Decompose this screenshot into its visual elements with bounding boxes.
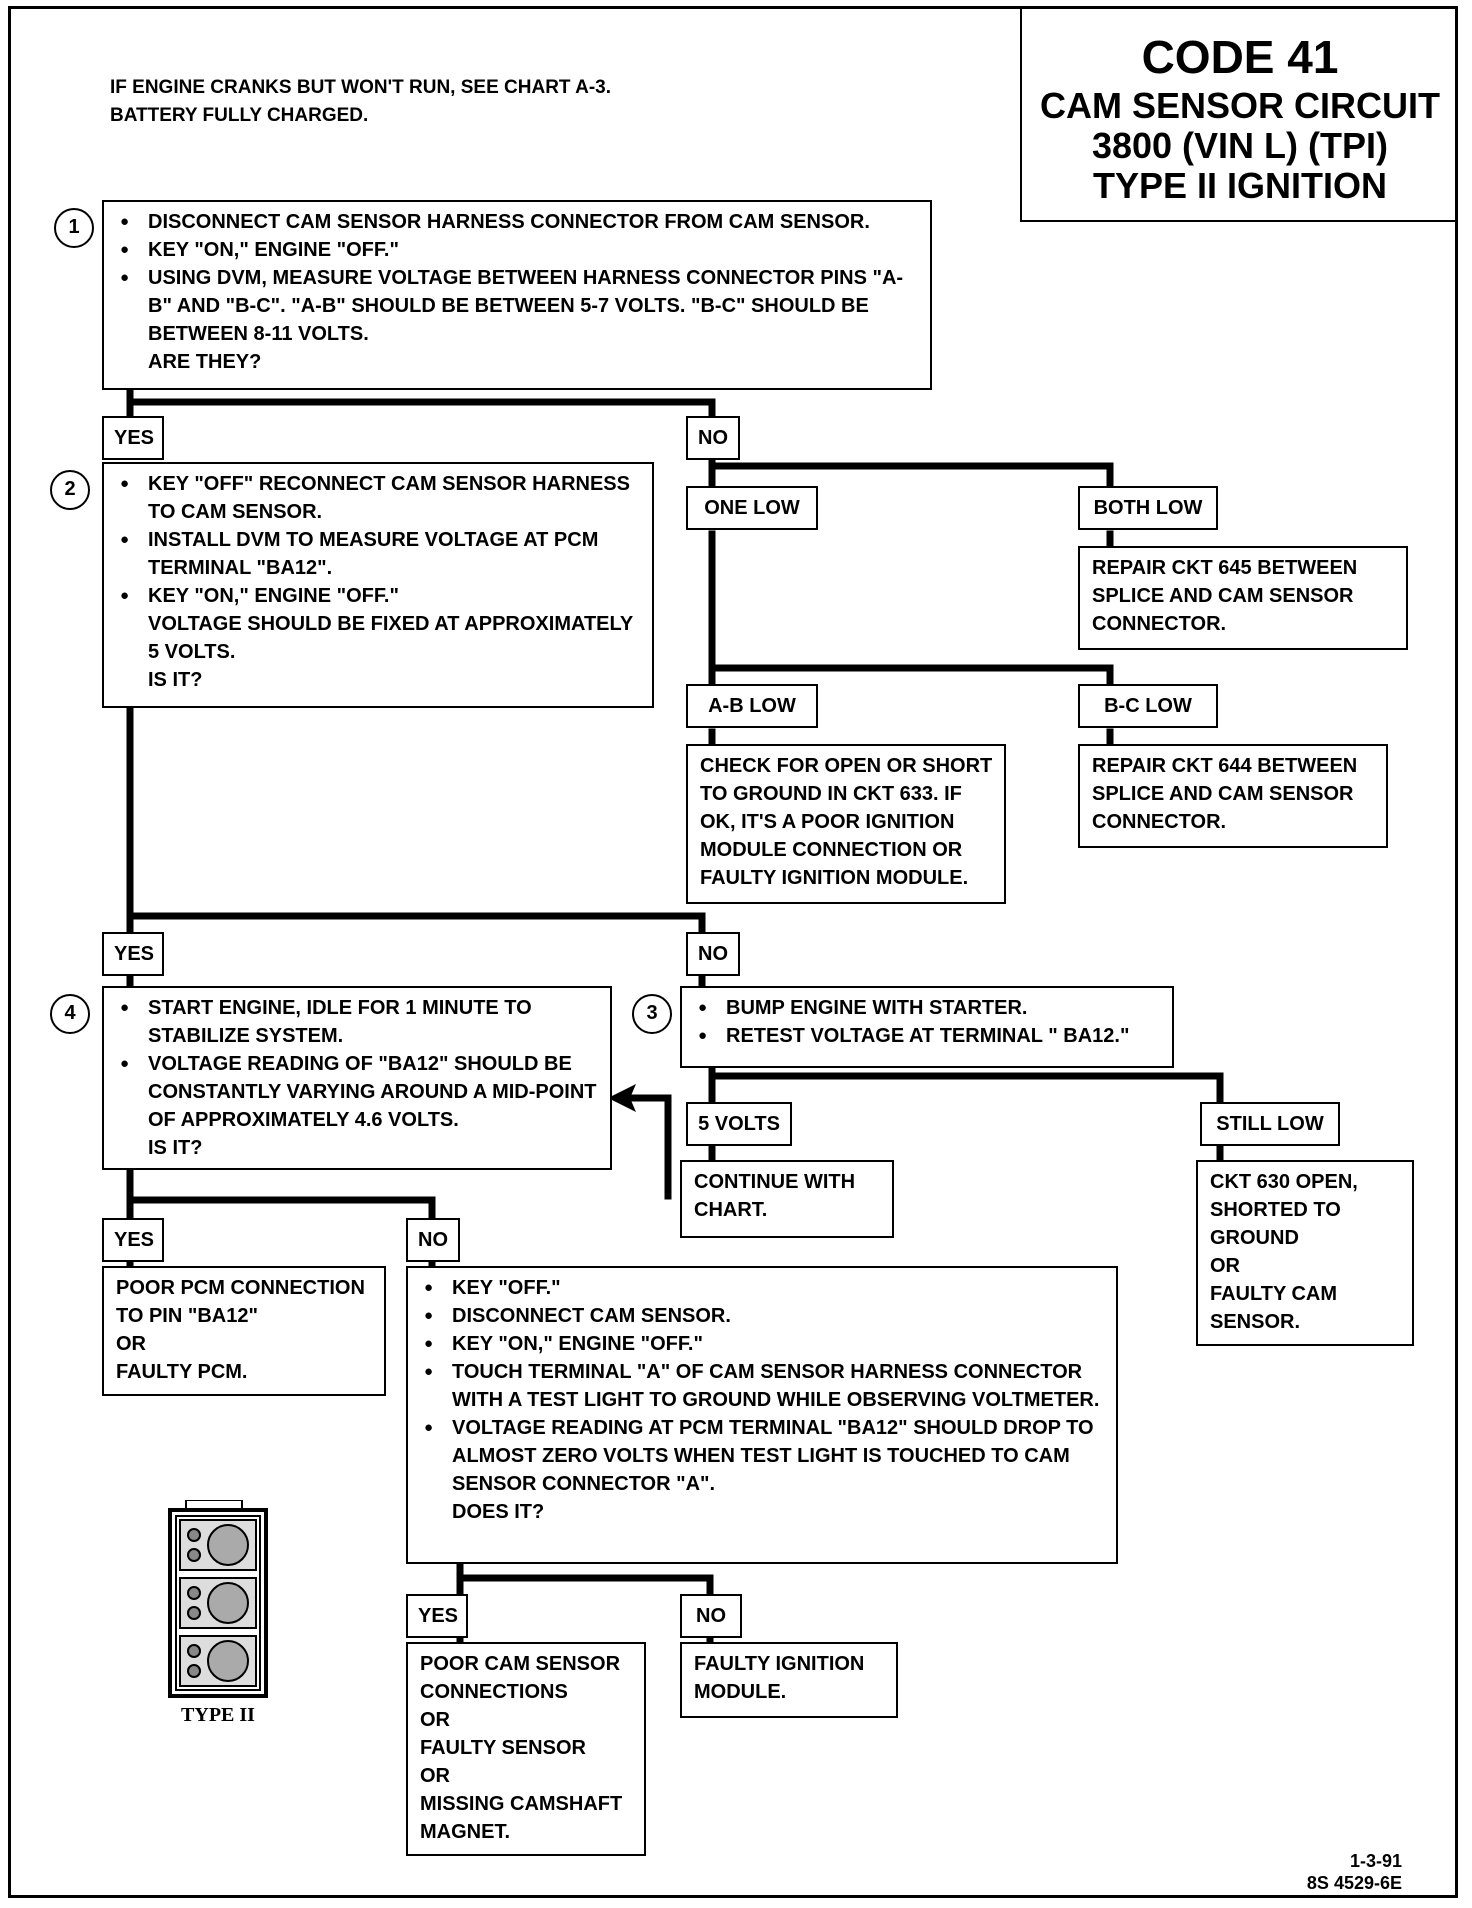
title-block: CODE 41 CAM SENSOR CIRCUIT 3800 (VIN L) … bbox=[1020, 6, 1458, 222]
step-3-bullet: BUMP ENGINE WITH STARTER. bbox=[694, 994, 1162, 1022]
step-2-bullet: KEY "ON," ENGINE "OFF." bbox=[116, 582, 642, 610]
poor-cam-line: OR bbox=[420, 1765, 450, 1787]
no-label: NO bbox=[686, 932, 740, 976]
step-5-bullet: DISCONNECT CAM SENSOR. bbox=[420, 1302, 1106, 1330]
step-5-bullet: VOLTAGE READING AT PCM TERMINAL "BA12" S… bbox=[420, 1414, 1106, 1498]
poor-cam-line: OR bbox=[420, 1709, 450, 1731]
poor-cam-line: FAULTY SENSOR bbox=[420, 1737, 586, 1759]
repair-645-box: REPAIR CKT 645 BETWEEN SPLICE AND CAM SE… bbox=[1078, 546, 1408, 650]
title-line-1: CAM SENSOR CIRCUIT bbox=[1039, 85, 1440, 126]
still-low-label: STILL LOW bbox=[1200, 1102, 1340, 1146]
poor-cam-line: MAGNET. bbox=[420, 1821, 510, 1843]
footer-date: 1-3-91 bbox=[1349, 1851, 1402, 1871]
no-label: NO bbox=[686, 416, 740, 460]
faulty-module-text: FAULTY IGNITION MODULE. bbox=[694, 1653, 865, 1703]
step-5-bullet: TOUCH TERMINAL "A" OF CAM SENSOR HARNESS… bbox=[420, 1358, 1106, 1414]
ckt-630-line: CKT 630 OPEN, bbox=[1210, 1171, 1358, 1193]
repair-644-box: REPAIR CKT 644 BETWEEN SPLICE AND CAM SE… bbox=[1078, 744, 1388, 848]
title-line-2: 3800 (VIN L) (TPI) bbox=[1091, 125, 1389, 166]
yes-label: YES bbox=[406, 1594, 468, 1638]
step-5-box: KEY "OFF." DISCONNECT CAM SENSOR. KEY "O… bbox=[406, 1266, 1118, 1564]
bc-low-label: B-C LOW bbox=[1078, 684, 1218, 728]
poor-cam-box: POOR CAM SENSOR CONNECTIONS OR FAULTY SE… bbox=[406, 1642, 646, 1856]
ab-low-label: A-B LOW bbox=[686, 684, 818, 728]
poor-pcm-line: OR bbox=[116, 1333, 146, 1355]
ckt-630-line: OR bbox=[1210, 1255, 1240, 1277]
step-1-bullet: KEY "ON," ENGINE "OFF." bbox=[116, 236, 920, 264]
step-number-2: 2 bbox=[50, 470, 90, 510]
step-5-bullet: KEY "ON," ENGINE "OFF." bbox=[420, 1330, 1106, 1358]
check-633-box: CHECK FOR OPEN OR SHORT TO GROUND IN CKT… bbox=[686, 744, 1006, 904]
step-5-bullet: KEY "OFF." bbox=[420, 1274, 1106, 1302]
faulty-module-box: FAULTY IGNITION MODULE. bbox=[680, 1642, 898, 1718]
footer: 1-3-91 8S 4529-6E bbox=[1307, 1850, 1402, 1894]
step-2-note: VOLTAGE SHOULD BE FIXED AT APPROXIMATELY… bbox=[148, 613, 633, 663]
step-3-bullet: RETEST VOLTAGE AT TERMINAL " BA12." bbox=[694, 1022, 1162, 1050]
step-4-question: IS IT? bbox=[148, 1137, 203, 1159]
step-1-box: DISCONNECT CAM SENSOR HARNESS CONNECTOR … bbox=[102, 200, 932, 390]
step-number-1: 1 bbox=[54, 208, 94, 248]
step-5-question: DOES IT? bbox=[452, 1501, 545, 1523]
step-number-4: 4 bbox=[50, 994, 90, 1034]
connector-label: TYPE II bbox=[181, 1704, 255, 1726]
intro-notes: IF ENGINE CRANKS BUT WON'T RUN, SEE CHAR… bbox=[110, 74, 611, 130]
step-2-bullet: INSTALL DVM TO MEASURE VOLTAGE AT PCM TE… bbox=[116, 526, 642, 582]
step-3-box: BUMP ENGINE WITH STARTER. RETEST VOLTAGE… bbox=[680, 986, 1174, 1068]
no-label: NO bbox=[406, 1218, 460, 1262]
repair-645-text: REPAIR CKT 645 BETWEEN SPLICE AND CAM SE… bbox=[1092, 557, 1358, 635]
page-border bbox=[8, 6, 1458, 1898]
title-line-3: TYPE II IGNITION bbox=[1092, 165, 1388, 206]
code-number: CODE 41 bbox=[1141, 31, 1339, 83]
yes-label: YES bbox=[102, 932, 164, 976]
poor-cam-line: POOR CAM SENSOR bbox=[420, 1653, 621, 1675]
connector-illustration bbox=[168, 1500, 268, 1698]
footer-ref: 8S 4529-6E bbox=[1306, 1873, 1402, 1893]
ckt-630-line: SENSOR. bbox=[1210, 1311, 1301, 1333]
poor-pcm-line: POOR PCM CONNECTION bbox=[116, 1277, 365, 1299]
step-2-box: KEY "OFF" RECONNECT CAM SENSOR HARNESS T… bbox=[102, 462, 654, 708]
ckt-630-line: SHORTED TO bbox=[1210, 1199, 1341, 1221]
step-1-bullet: DISCONNECT CAM SENSOR HARNESS CONNECTOR … bbox=[116, 208, 920, 236]
step-1-bullet: USING DVM, MEASURE VOLTAGE BETWEEN HARNE… bbox=[116, 264, 920, 348]
poor-pcm-line: FAULTY PCM. bbox=[116, 1361, 248, 1383]
step-2-question: IS IT? bbox=[148, 669, 203, 691]
step-4-bullet: START ENGINE, IDLE FOR 1 MINUTE TO STABI… bbox=[116, 994, 600, 1050]
step-2-bullet: KEY "OFF" RECONNECT CAM SENSOR HARNESS T… bbox=[116, 470, 642, 526]
poor-cam-line: MISSING CAMSHAFT bbox=[420, 1793, 623, 1815]
check-633-text: CHECK FOR OPEN OR SHORT TO GROUND IN CKT… bbox=[700, 755, 993, 889]
poor-cam-line: CONNECTIONS bbox=[420, 1681, 568, 1703]
intro-line-1: IF ENGINE CRANKS BUT WON'T RUN, SEE CHAR… bbox=[110, 77, 611, 98]
poor-pcm-line: TO PIN "BA12" bbox=[116, 1305, 258, 1327]
poor-pcm-box: POOR PCM CONNECTION TO PIN "BA12" OR FAU… bbox=[102, 1266, 386, 1396]
repair-644-text: REPAIR CKT 644 BETWEEN SPLICE AND CAM SE… bbox=[1092, 755, 1358, 833]
ckt-630-line: FAULTY CAM bbox=[1210, 1283, 1338, 1305]
continue-chart-text: CONTINUE WITH CHART. bbox=[694, 1171, 856, 1221]
yes-label: YES bbox=[102, 1218, 164, 1262]
step-4-box: START ENGINE, IDLE FOR 1 MINUTE TO STABI… bbox=[102, 986, 612, 1170]
five-volts-label: 5 VOLTS bbox=[686, 1102, 792, 1146]
both-low-label: BOTH LOW bbox=[1078, 486, 1218, 530]
intro-line-2: BATTERY FULLY CHARGED. bbox=[110, 105, 369, 126]
one-low-label: ONE LOW bbox=[686, 486, 818, 530]
continue-chart-box: CONTINUE WITH CHART. bbox=[680, 1160, 894, 1238]
yes-label: YES bbox=[102, 416, 164, 460]
ckt-630-box: CKT 630 OPEN, SHORTED TO GROUND OR FAULT… bbox=[1196, 1160, 1414, 1346]
step-1-question: ARE THEY? bbox=[148, 351, 262, 373]
ckt-630-line: GROUND bbox=[1210, 1227, 1299, 1249]
no-label: NO bbox=[680, 1594, 742, 1638]
step-4-bullet: VOLTAGE READING OF "BA12" SHOULD BE CONS… bbox=[116, 1050, 600, 1134]
step-number-3: 3 bbox=[632, 994, 672, 1034]
